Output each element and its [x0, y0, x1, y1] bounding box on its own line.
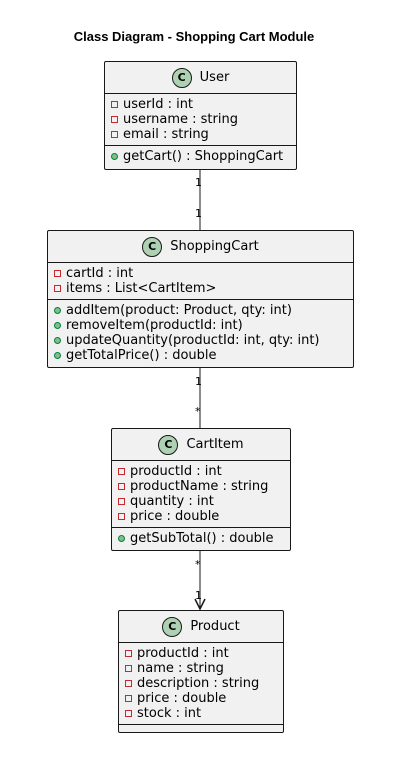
method: getSubTotal() : double — [118, 531, 284, 546]
method: removeItem(productId: int) — [54, 318, 347, 333]
attribute: cartId : int — [54, 266, 347, 281]
attribute: stock : int — [125, 706, 277, 721]
diagram-title: Class Diagram - Shopping Cart Module — [73, 29, 315, 44]
class-shoppingcart[interactable]: C ShoppingCart cartId : int items : List… — [47, 230, 354, 368]
attribute: productId : int — [125, 646, 277, 661]
multiplicity-label: * — [195, 405, 201, 418]
attribute: quantity : int — [118, 494, 284, 509]
attribute-text: email : string — [123, 127, 209, 142]
class-name: CartItem — [186, 437, 244, 452]
public-marker-icon — [54, 322, 61, 329]
attribute: productName : string — [118, 479, 284, 494]
private-marker-icon — [125, 665, 132, 672]
attribute-text: username : string — [123, 112, 238, 127]
attribute: userId : int — [111, 97, 290, 112]
attribute-text: cartId : int — [66, 266, 134, 281]
private-marker-icon — [54, 270, 61, 277]
class-name: User — [199, 70, 230, 85]
method-text: getSubTotal() : double — [130, 531, 274, 546]
attribute-text: productId : int — [130, 464, 222, 479]
public-marker-icon — [54, 337, 61, 344]
attribute: username : string — [111, 112, 290, 127]
attribute: items : List<CartItem> — [54, 281, 347, 296]
class-cartitem[interactable]: C CartItem productId : int productName :… — [111, 428, 291, 551]
methods-section: getSubTotal() : double — [112, 528, 290, 549]
class-badge-icon: C — [142, 236, 163, 257]
attribute-text: items : List<CartItem> — [66, 281, 217, 296]
multiplicity-label: 1 — [195, 589, 202, 602]
method: getTotalPrice() : double — [54, 348, 347, 363]
methods-section: addItem(product: Product, qty: int) remo… — [48, 300, 353, 366]
public-marker-icon — [118, 535, 125, 542]
class-header: C User — [105, 62, 296, 94]
attribute: name : string — [125, 661, 277, 676]
private-marker-icon — [118, 498, 125, 505]
class-header: C ShoppingCart — [48, 231, 353, 263]
attribute-text: productName : string — [130, 479, 269, 494]
method-text: getTotalPrice() : double — [66, 348, 217, 363]
public-marker-icon — [54, 352, 61, 359]
private-marker-icon — [111, 131, 118, 138]
private-marker-icon — [125, 710, 132, 717]
arrowhead-icon — [194, 598, 206, 611]
class-badge-icon: C — [158, 434, 179, 455]
private-marker-icon — [125, 650, 132, 657]
private-marker-icon — [118, 468, 125, 475]
attribute-text: name : string — [137, 661, 224, 676]
class-header: C CartItem — [112, 429, 290, 461]
attribute: email : string — [111, 127, 290, 142]
attributes-section: cartId : int items : List<CartItem> — [48, 263, 353, 300]
attribute-text: userId : int — [123, 97, 194, 112]
attribute: description : string — [125, 676, 277, 691]
methods-section: getCart() : ShoppingCart — [105, 146, 296, 167]
private-marker-icon — [111, 116, 118, 123]
method-text: updateQuantity(productId: int, qty: int) — [66, 333, 320, 348]
multiplicity-label: 1 — [195, 176, 202, 189]
method-text: getCart() : ShoppingCart — [123, 149, 284, 164]
private-marker-icon — [111, 101, 118, 108]
class-user[interactable]: C User userId : int username : string em… — [104, 61, 297, 170]
private-marker-icon — [54, 285, 61, 292]
public-marker-icon — [54, 307, 61, 314]
class-product[interactable]: C Product productId : int name : string … — [118, 610, 284, 733]
attribute-text: stock : int — [137, 706, 202, 721]
methods-section — [119, 725, 283, 731]
attribute: price : double — [125, 691, 277, 706]
attributes-section: productId : int productName : string qua… — [112, 461, 290, 528]
private-marker-icon — [125, 695, 132, 702]
class-header: C Product — [119, 611, 283, 643]
public-marker-icon — [111, 153, 118, 160]
class-badge-icon: C — [171, 67, 192, 88]
class-name: ShoppingCart — [170, 239, 259, 254]
attribute-text: price : double — [137, 691, 227, 706]
method: addItem(product: Product, qty: int) — [54, 303, 347, 318]
private-marker-icon — [118, 483, 125, 490]
attributes-section: userId : int username : string email : s… — [105, 94, 296, 146]
method: getCart() : ShoppingCart — [111, 149, 290, 164]
class-name: Product — [190, 619, 240, 634]
attribute-text: quantity : int — [130, 494, 214, 509]
method-text: removeItem(productId: int) — [66, 318, 243, 333]
multiplicity-label: 1 — [195, 375, 202, 388]
class-badge-icon: C — [162, 616, 183, 637]
attributes-section: productId : int name : string descriptio… — [119, 643, 283, 725]
attribute: price : double — [118, 509, 284, 524]
attribute: productId : int — [118, 464, 284, 479]
attribute-text: productId : int — [137, 646, 229, 661]
method: updateQuantity(productId: int, qty: int) — [54, 333, 347, 348]
multiplicity-label: 1 — [195, 207, 202, 220]
private-marker-icon — [118, 513, 125, 520]
attribute-text: price : double — [130, 509, 220, 524]
method-text: addItem(product: Product, qty: int) — [66, 303, 292, 318]
attribute-text: description : string — [137, 676, 260, 691]
private-marker-icon — [125, 680, 132, 687]
multiplicity-label: * — [195, 558, 201, 571]
